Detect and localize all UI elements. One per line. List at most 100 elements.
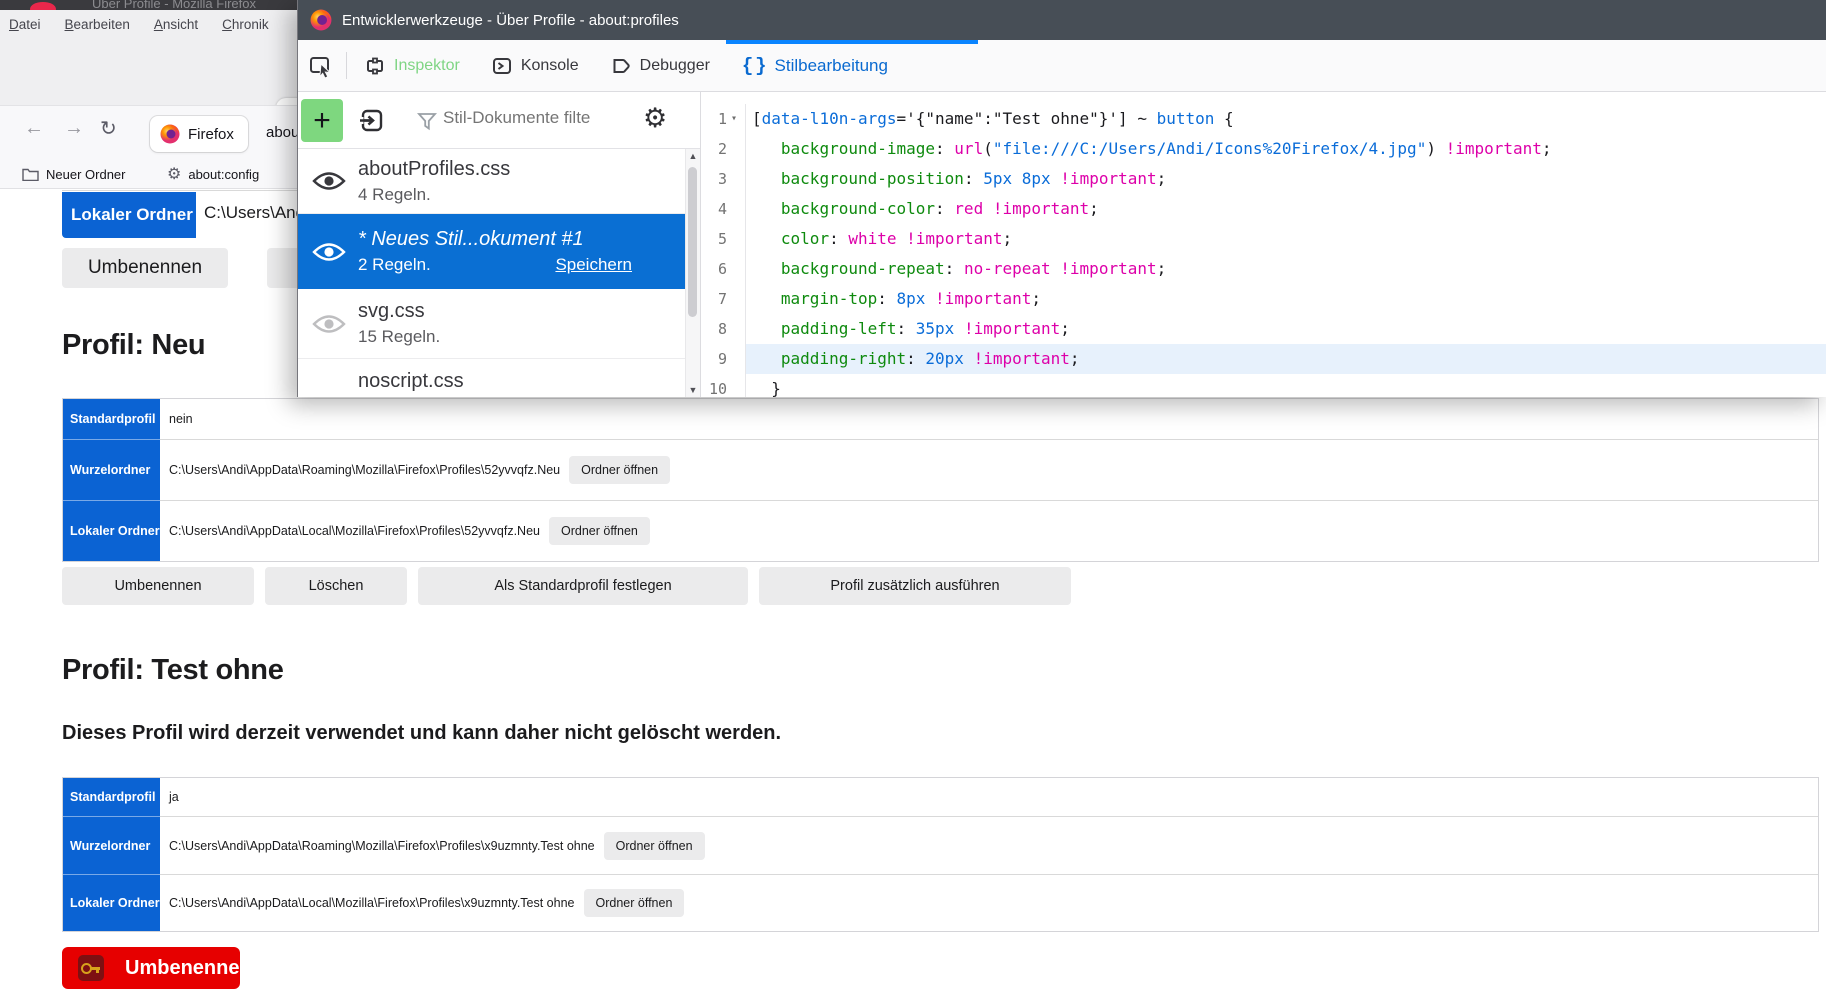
debugger-icon	[611, 56, 631, 76]
code-line-6[interactable]: 6 background-repeat: no-repeat !importan…	[701, 254, 1826, 284]
element-picker-button[interactable]	[298, 40, 344, 91]
tab-stilbearbeitung[interactable]: { } Stilbearbeitung	[726, 40, 978, 91]
styled-rename-button[interactable]: Umbenennen	[62, 947, 240, 989]
code-line-2[interactable]: 2 background-image: url("file:///C:/User…	[701, 134, 1826, 164]
menu-bearbeiten[interactable]: Bearbeiten	[65, 17, 130, 32]
reload-icon[interactable]: ↻	[100, 116, 117, 141]
visibility-eye-icon[interactable]	[311, 240, 347, 264]
profile-test-heading: Profil: Test ohne	[62, 654, 284, 687]
code-line-8[interactable]: 8 padding-left: 35px !important;	[701, 314, 1826, 344]
scrollbar-thumb[interactable]	[688, 167, 697, 317]
fold-gutter	[727, 374, 741, 397]
open-folder-button[interactable]: Ordner öffnen	[549, 517, 650, 545]
menu-datei[interactable]: Datei	[9, 17, 41, 32]
stylesheet-sidebar: + Stil-Dokumente filte ⚙ aboutProfiles.c…	[298, 92, 701, 397]
profile-neu-heading: Profil: Neu	[62, 329, 205, 362]
tab-debugger[interactable]: Debugger	[595, 40, 726, 91]
firefox-logo-icon	[310, 9, 332, 31]
menu-chronik[interactable]: Chronik	[222, 17, 269, 32]
code-line-10[interactable]: 10 }	[701, 374, 1826, 397]
forward-icon[interactable]: →	[64, 117, 84, 140]
style-editor-panel: + Stil-Dokumente filte ⚙ aboutProfiles.c…	[298, 92, 1826, 397]
bookmark-about-config[interactable]: ⚙ about:config	[167, 160, 259, 188]
style-editor-toolbar: + Stil-Dokumente filte ⚙	[298, 92, 700, 149]
line-number: 9	[701, 344, 727, 374]
fold-arrow-icon[interactable]: ▾	[727, 104, 741, 134]
open-folder-button[interactable]: Ordner öffnen	[569, 456, 670, 484]
search-engine-chip[interactable]: Firefox	[150, 116, 248, 152]
row-value: C:\Users\Andi\AppData\Local\Mozilla\Fire…	[169, 524, 540, 538]
console-icon	[492, 56, 512, 76]
tab-konsole[interactable]: Konsole	[476, 40, 595, 91]
code-text: background-repeat: no-repeat !important;	[745, 254, 1826, 284]
devtools-title: Entwicklerwerkzeuge - Über Profile - abo…	[342, 12, 679, 29]
tab-inspektor[interactable]: Inspektor	[349, 40, 476, 91]
fold-gutter	[727, 344, 741, 374]
table-row: Lokaler Ordner C:\Users\Andi\AppData\Loc…	[63, 500, 1818, 561]
save-link[interactable]: Speichern	[555, 255, 632, 275]
devtools-tabbar: Inspektor Konsole Debugger { } Stilbearb…	[298, 40, 1826, 92]
code-line-1[interactable]: 1▾[data-l10n-args='{"name":"Test ohne"}'…	[701, 104, 1826, 134]
menu-ansicht[interactable]: Ansicht	[154, 17, 198, 32]
tab-label: Inspektor	[394, 57, 460, 75]
new-stylesheet-button[interactable]: +	[301, 99, 343, 142]
stylesheet-rule-count: 4 Regeln.	[358, 185, 700, 205]
style-editor-icon: { }	[742, 55, 766, 77]
back-icon[interactable]: ←	[24, 117, 44, 140]
visibility-eye-icon[interactable]	[311, 169, 347, 193]
code-text: color: white !important;	[745, 224, 1826, 254]
partial-row-value: C:\Users\And	[204, 203, 305, 223]
stylesheet-item-noscript[interactable]: noscript.css	[298, 359, 700, 404]
table-row: Lokaler Ordner C:\Users\Andi\AppData\Loc…	[63, 874, 1818, 931]
partial-row-label: Lokaler Ordner	[62, 192, 196, 238]
stylesheet-name: noscript.css	[358, 370, 700, 393]
line-number: 4	[701, 194, 727, 224]
stylesheet-item-svg[interactable]: svg.css 15 Regeln.	[298, 289, 700, 359]
settings-gear-icon[interactable]: ⚙	[643, 103, 667, 134]
stylesheet-item-new-selected[interactable]: * Neues Stil...okument #1 2 Regeln. Spei…	[298, 214, 700, 289]
row-value: C:\Users\Andi\AppData\Roaming\Mozilla\Fi…	[169, 839, 595, 853]
code-text: [data-l10n-args='{"name":"Test ohne"}'] …	[745, 104, 1826, 134]
filter-stylesheets-input[interactable]: Stil-Dokumente filte	[443, 108, 631, 128]
table-row: Wurzelordner C:\Users\Andi\AppData\Roami…	[63, 816, 1818, 874]
open-folder-button[interactable]: Ordner öffnen	[584, 889, 685, 917]
devtools-titlebar: Entwicklerwerkzeuge - Über Profile - abo…	[298, 0, 1826, 40]
line-number: 3	[701, 164, 727, 194]
bookmark-neuer-ordner[interactable]: Neuer Ordner	[22, 160, 125, 188]
code-line-4[interactable]: 4 background-color: red !important;	[701, 194, 1826, 224]
stylesheet-name: * Neues Stil...okument #1	[358, 228, 700, 251]
folder-icon	[22, 167, 39, 181]
partial-rename-button[interactable]: Umbenennen	[62, 248, 228, 288]
open-folder-button[interactable]: Ordner öffnen	[604, 832, 705, 860]
code-line-9[interactable]: 9 padding-right: 20px !important;	[701, 344, 1826, 374]
set-default-button[interactable]: Als Standardprofil festlegen	[418, 567, 748, 605]
tab-label: Debugger	[640, 57, 710, 75]
scroll-down-icon[interactable]: ▼	[686, 385, 700, 395]
main-window-title: Über Profile - Mozilla Firefox	[92, 0, 256, 10]
code-text: padding-left: 35px !important;	[745, 314, 1826, 344]
code-text: background-image: url("file:///C:/Users/…	[745, 134, 1826, 164]
sidebar-scrollbar[interactable]: ▲ ▼	[685, 149, 700, 397]
profile-neu-actions: Umbenennen Löschen Als Standardprofil fe…	[62, 567, 1071, 605]
line-number: 6	[701, 254, 727, 284]
chip-label: Firefox	[188, 126, 234, 143]
firefox-logo-icon	[160, 124, 180, 144]
rename-button[interactable]: Umbenennen	[62, 567, 254, 605]
code-line-5[interactable]: 5 color: white !important;	[701, 224, 1826, 254]
gear-icon: ⚙	[167, 164, 181, 184]
code-line-3[interactable]: 3 background-position: 5px 8px !importan…	[701, 164, 1826, 194]
scroll-up-icon[interactable]: ▲	[686, 151, 700, 161]
row-value: C:\Users\Andi\AppData\Local\Mozilla\Fire…	[169, 896, 575, 910]
code-line-7[interactable]: 7 margin-top: 8px !important;	[701, 284, 1826, 314]
css-source-editor[interactable]: 1▾[data-l10n-args='{"name":"Test ohne"}'…	[701, 92, 1826, 397]
fold-gutter	[727, 224, 741, 254]
stylesheet-item-aboutprofiles[interactable]: aboutProfiles.css 4 Regeln.	[298, 149, 700, 214]
import-stylesheet-icon[interactable]	[358, 107, 385, 134]
delete-button[interactable]: Löschen	[265, 567, 407, 605]
stylesheet-name: svg.css	[358, 300, 700, 323]
line-number: 7	[701, 284, 727, 314]
launch-profile-button[interactable]: Profil zusätzlich ausführen	[759, 567, 1071, 605]
code-text: background-color: red !important;	[745, 194, 1826, 224]
visibility-eye-icon-disabled[interactable]	[311, 312, 347, 336]
